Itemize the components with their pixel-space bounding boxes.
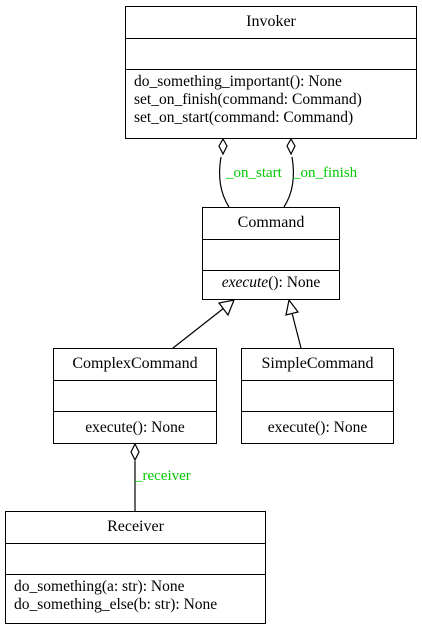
- class-receiver-name: Receiver: [107, 518, 164, 535]
- aggregation-edge-on-start: [218, 156, 230, 208]
- class-invoker-name: Invoker: [246, 13, 296, 30]
- edge-label-on-finish: _on_finish: [293, 165, 358, 181]
- method-do-something-else: do_something_else(b: str): None: [14, 596, 218, 613]
- method-do-something: do_something(a: str): None: [14, 578, 185, 595]
- method-execute-abstract: execute(): None: [211, 274, 331, 292]
- method-set-on-start: set_on_start(command: Command): [134, 109, 354, 126]
- generalization-edge-simplecommand: [291, 312, 302, 349]
- method-execute-abstract-name: execute: [221, 274, 269, 291]
- class-simplecommand-attributes: [242, 380, 393, 411]
- class-command-attributes: [203, 239, 339, 270]
- generalization-arrowhead-complexcommand: [217, 299, 235, 317]
- class-receiver-attributes: [6, 543, 265, 574]
- aggregation-diamond-receiver: [130, 442, 140, 462]
- class-complexcommand-attributes: [54, 380, 216, 411]
- class-simplecommand-name: SimpleCommand: [261, 355, 374, 372]
- class-command: Command execute(): None: [202, 207, 340, 300]
- class-complexcommand-name: ComplexCommand: [72, 355, 198, 372]
- edge-label-receiver: _receiver: [135, 468, 191, 484]
- edge-label-on-start: _on_start: [226, 165, 282, 181]
- method-execute-abstract-signature: (): None: [268, 274, 321, 291]
- class-receiver-methods: do_something(a: str): None do_something_…: [6, 574, 265, 618]
- method-do-something-important: do_something_important(): None: [134, 73, 342, 90]
- class-complexcommand: ComplexCommand execute(): None: [53, 348, 217, 444]
- class-command-methods: execute(): None: [203, 270, 339, 296]
- method-set-on-finish: set_on_finish(command: Command): [134, 91, 362, 108]
- class-simplecommand-methods: execute(): None: [242, 411, 393, 441]
- class-invoker-attributes: [126, 38, 416, 69]
- aggregation-diamond-on-start: [218, 137, 228, 156]
- generalization-edge-complexcommand: [172, 307, 225, 349]
- aggregation-edge-on-finish: [283, 156, 295, 208]
- method-execute: execute(): None: [267, 419, 368, 436]
- class-receiver: Receiver do_something(a: str): None do_s…: [5, 511, 266, 624]
- class-invoker-methods: do_something_important(): None set_on_fi…: [126, 69, 416, 131]
- class-simplecommand: SimpleCommand execute(): None: [241, 348, 394, 444]
- class-invoker: Invoker do_something_important(): None s…: [125, 6, 417, 139]
- class-complexcommand-methods: execute(): None: [54, 411, 216, 441]
- generalization-arrowhead-simplecommand: [285, 298, 300, 316]
- class-command-name: Command: [237, 214, 305, 231]
- aggregation-diamond-on-finish: [286, 137, 296, 156]
- method-execute: execute(): None: [85, 419, 185, 436]
